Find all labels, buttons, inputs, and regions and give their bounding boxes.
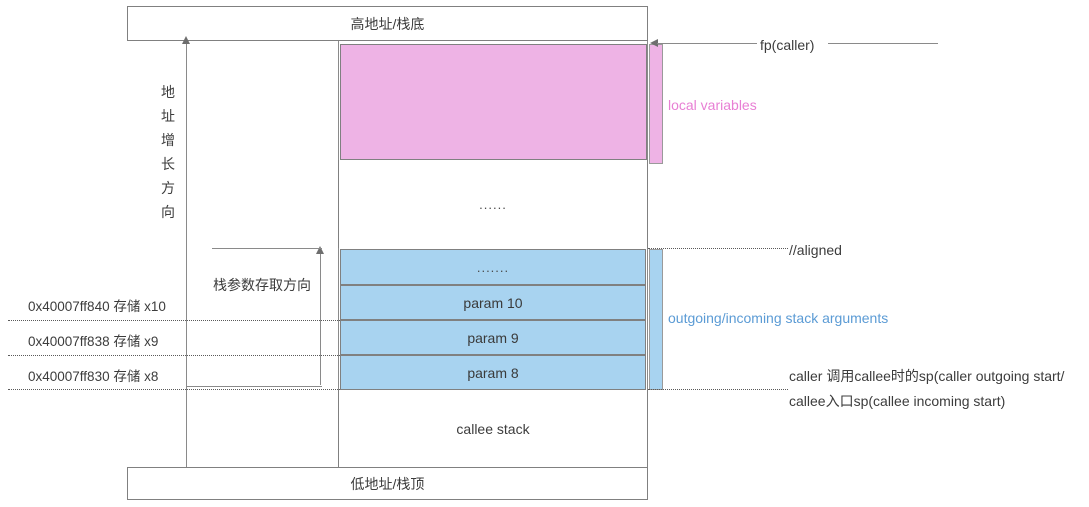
fp-caller-label: fp(caller) xyxy=(760,37,815,53)
address-growth-arrow-icon xyxy=(181,36,190,44)
address-guide-line-x9 xyxy=(8,355,340,356)
low-address-box: 低地址/栈顶 xyxy=(127,467,648,500)
sp-leader-line xyxy=(648,389,788,390)
stack-column-right-edge xyxy=(647,41,648,467)
aligned-leader-line xyxy=(648,248,788,249)
address-label-x8: 0x40007ff830 存储 x8 xyxy=(28,369,159,384)
stack-row-label: param 8 xyxy=(467,364,519,381)
stack-row-ellipsis: ....... xyxy=(340,249,646,285)
stack-arguments-band xyxy=(649,249,663,390)
address-label-x9: 0x40007ff838 存储 x9 xyxy=(28,334,159,349)
fp-caller-arrow-icon xyxy=(650,38,658,47)
param-access-direction-label: 栈参数存取方向 xyxy=(213,277,311,293)
local-variables-band xyxy=(649,44,663,164)
fp-caller-leader-right xyxy=(828,43,938,44)
param-access-bottom-rule xyxy=(186,386,322,387)
callee-stack-label: callee stack xyxy=(456,420,530,437)
param-access-top-rule xyxy=(212,248,322,249)
high-address-label: 高地址/栈底 xyxy=(350,15,425,32)
middle-gap-block: ...... xyxy=(338,160,648,248)
sp-label-line-1: caller 调用callee时的sp(caller outgoing star… xyxy=(789,368,1065,384)
callee-stack-block: callee stack xyxy=(338,390,648,467)
stack-row-label: param 10 xyxy=(463,294,523,311)
aligned-label: //aligned xyxy=(789,242,842,258)
low-address-label: 低地址/栈顶 xyxy=(350,475,425,492)
sp-label-line-2: callee入口sp(callee incoming start) xyxy=(789,393,1006,409)
stack-row-label: param 9 xyxy=(467,329,519,346)
high-address-box: 高地址/栈底 xyxy=(127,6,648,41)
left-guide-line xyxy=(186,41,187,467)
stack-row-param-10: param 10 xyxy=(340,285,646,320)
stack-column-left-edge xyxy=(338,41,339,467)
local-variables-label: local variables xyxy=(668,97,757,113)
stack-row-param-9: param 9 xyxy=(340,320,646,355)
param-access-arrow-icon xyxy=(315,246,324,254)
fp-caller-leader-left xyxy=(657,43,757,44)
address-guide-line-x10 xyxy=(8,320,340,321)
middle-ellipsis-label: ...... xyxy=(479,196,507,212)
address-guide-line-x8 xyxy=(8,389,340,390)
stack-row-param-8: param 8 xyxy=(340,355,646,390)
stack-arguments-label: outgoing/incoming stack arguments xyxy=(668,310,889,326)
param-access-line xyxy=(320,252,321,385)
address-growth-label: 地址增长方向 xyxy=(161,84,175,221)
address-label-x10: 0x40007ff840 存储 x10 xyxy=(28,299,166,314)
local-variables-block xyxy=(340,44,647,160)
stack-row-label: ....... xyxy=(476,259,510,275)
